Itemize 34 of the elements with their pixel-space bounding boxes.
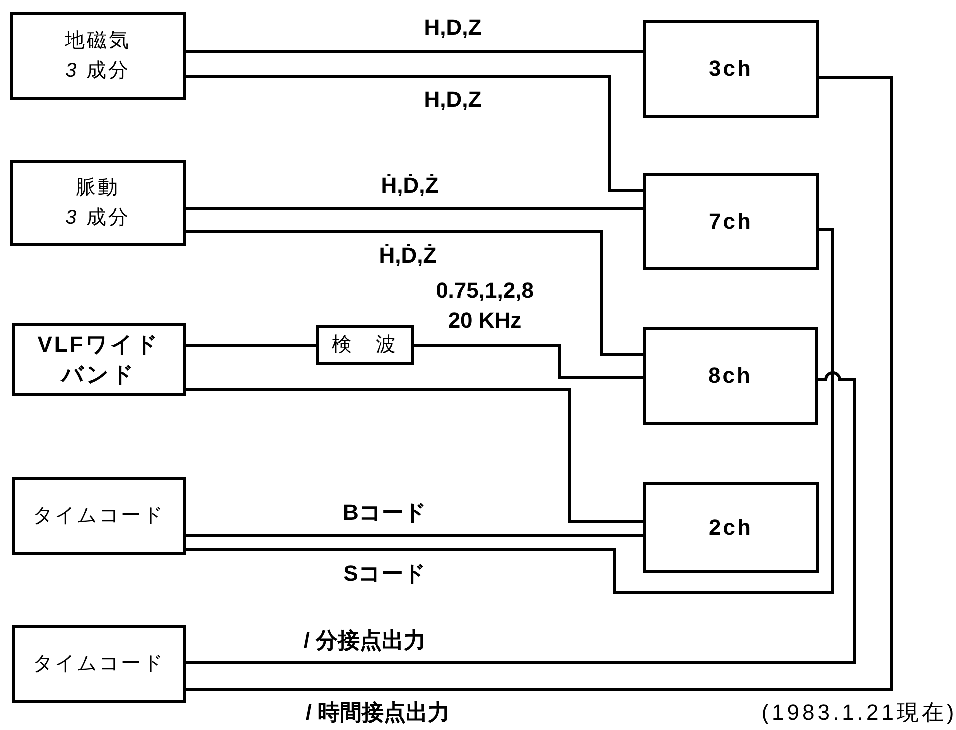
device-box xyxy=(12,477,186,555)
connector-line xyxy=(186,230,643,356)
device-box xyxy=(12,625,186,703)
device-box xyxy=(12,323,186,396)
device-box xyxy=(10,12,186,100)
box-label: 検 波 xyxy=(332,333,398,358)
connector-line xyxy=(186,388,643,524)
device-box xyxy=(643,173,819,270)
connector-line xyxy=(184,534,643,538)
detector-box xyxy=(316,325,414,365)
box-label: 2ch xyxy=(709,514,753,542)
connector-line xyxy=(186,76,643,192)
box-label: 脈動 xyxy=(76,176,120,201)
device-box xyxy=(643,482,819,573)
connector-line xyxy=(186,228,834,594)
box-label: 3ch xyxy=(709,55,753,83)
box-label: タイムコード xyxy=(33,652,165,677)
device-box xyxy=(10,160,186,246)
device-box xyxy=(643,20,819,118)
box-label: 3 成分 xyxy=(66,206,130,231)
box-label: タイムコード xyxy=(33,504,165,529)
connector-line xyxy=(184,344,316,348)
box-label: 3 成分 xyxy=(66,59,130,84)
box-label: バンド xyxy=(62,360,136,388)
box-label: VLFワイド xyxy=(38,330,160,358)
connector-line xyxy=(186,372,856,664)
box-label: 地磁気 xyxy=(65,29,131,54)
connector-line xyxy=(184,208,643,210)
connector-line xyxy=(186,76,894,692)
box-label: 8ch xyxy=(708,362,752,390)
connector-line xyxy=(184,50,643,54)
device-box xyxy=(643,327,818,425)
box-label: 7ch xyxy=(709,208,753,236)
connector-line xyxy=(414,344,643,380)
